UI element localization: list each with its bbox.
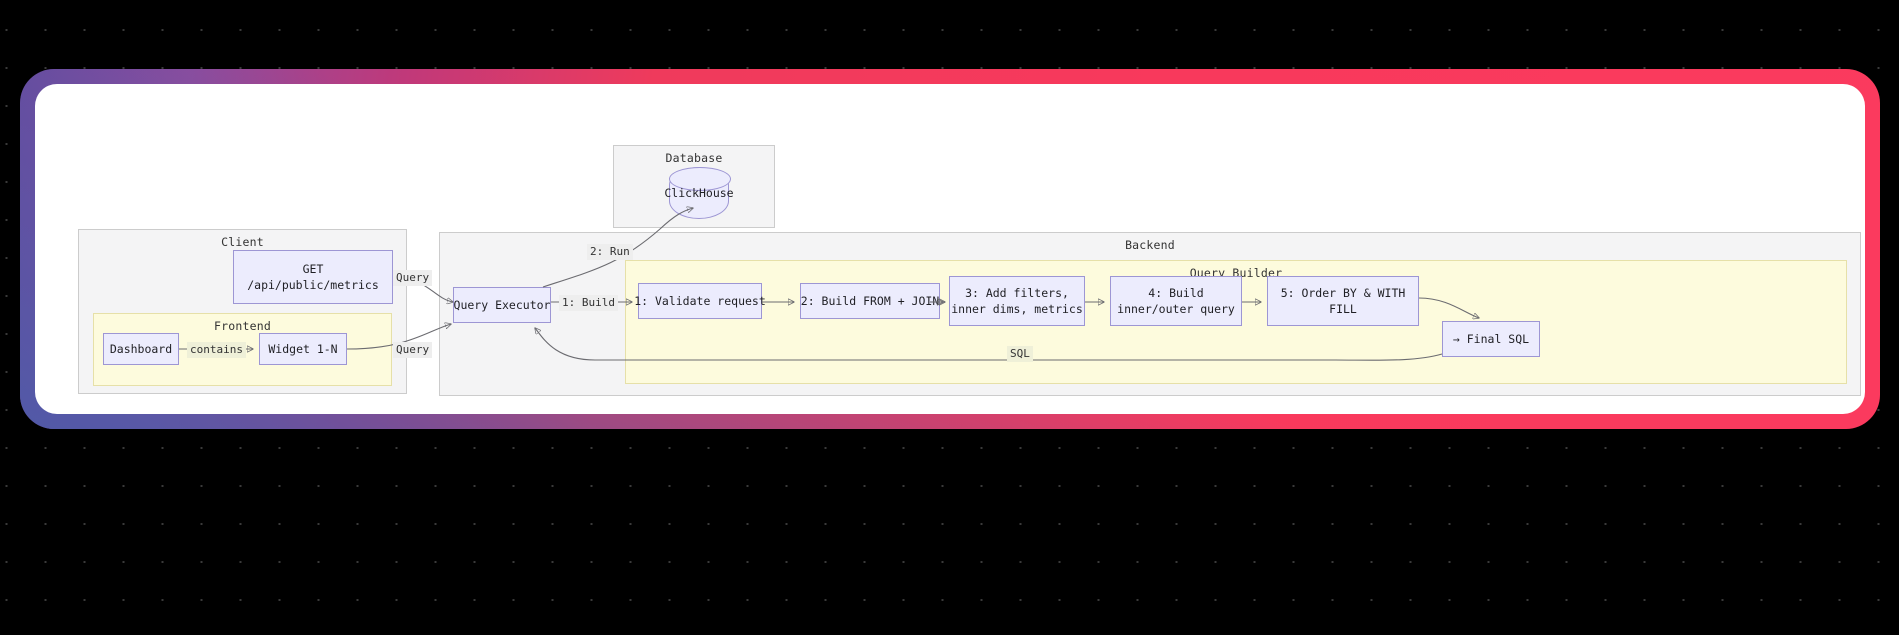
- edge-label-query-bottom: Query: [393, 342, 433, 358]
- edge-label-sql: SQL: [1007, 346, 1033, 362]
- node-step-2[interactable]: 2: Build FROM + JOIN: [800, 283, 940, 319]
- node-step-5-line1: 5: Order BY & WITH: [1280, 286, 1406, 300]
- node-step-1-label: 1: Validate request: [634, 294, 766, 308]
- group-client-label: Client: [221, 235, 264, 249]
- node-get-endpoint-line1: GET: [302, 262, 324, 276]
- edge-label-run: 2: Run: [587, 244, 633, 260]
- node-query-executor-label: Query Executor: [453, 298, 551, 312]
- node-step-1[interactable]: 1: Validate request: [634, 283, 766, 319]
- node-final-sql-label: → Final SQL: [1452, 332, 1530, 346]
- node-step-3-line2: inner dims, metrics: [951, 302, 1083, 316]
- edge-label-build: 1: Build: [559, 295, 618, 311]
- node-step-3-line1: 3: Add filters,: [965, 286, 1069, 300]
- node-step-2-label: 2: Build FROM + JOIN: [800, 294, 940, 308]
- group-backend-label: Backend: [1125, 238, 1175, 252]
- node-dashboard-label: Dashboard: [109, 342, 173, 356]
- node-clickhouse[interactable]: ClickHouse: [664, 167, 734, 219]
- node-widget-label: Widget 1-N: [268, 342, 338, 356]
- group-database-label: Database: [665, 151, 723, 165]
- node-widget[interactable]: Widget 1-N: [259, 333, 347, 365]
- diagram-card: Database ClickHouse Client GET /api/publ…: [35, 84, 1865, 414]
- node-dashboard[interactable]: Dashboard: [103, 333, 179, 365]
- gradient-frame: Database ClickHouse Client GET /api/publ…: [20, 69, 1880, 429]
- node-step-5[interactable]: 5: Order BY & WITH FILL: [1267, 276, 1419, 326]
- node-get-endpoint-line2: /api/public/metrics: [247, 278, 379, 292]
- node-query-executor[interactable]: Query Executor: [453, 287, 551, 323]
- node-step-5-line2: FILL: [1329, 302, 1357, 316]
- node-step-4-line1: 4: Build: [1148, 286, 1204, 300]
- node-step-4[interactable]: 4: Build inner/outer query: [1110, 276, 1242, 326]
- node-step-4-line2: inner/outer query: [1117, 302, 1235, 316]
- edge-label-contains: contains: [187, 342, 246, 358]
- node-final-sql[interactable]: → Final SQL: [1442, 321, 1540, 357]
- node-get-endpoint[interactable]: GET /api/public/metrics: [233, 250, 393, 304]
- group-frontend-label: Frontend: [214, 319, 271, 333]
- edge-label-query-top: Query: [393, 270, 433, 286]
- node-clickhouse-label: ClickHouse: [664, 186, 734, 200]
- diagram-canvas: Database ClickHouse Client GET /api/publ…: [35, 84, 1865, 414]
- node-step-3[interactable]: 3: Add filters, inner dims, metrics: [949, 276, 1085, 326]
